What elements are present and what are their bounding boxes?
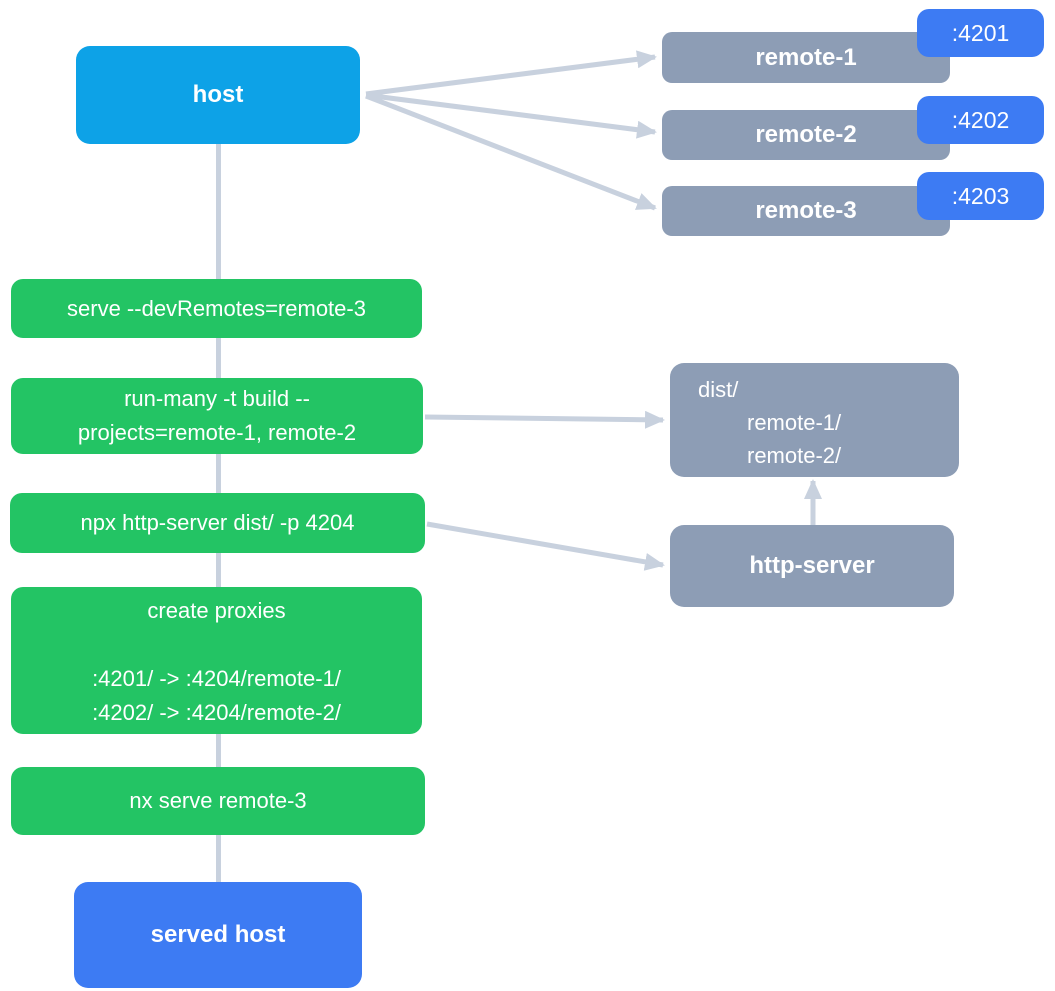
port-badge-4201: :4201 [917, 9, 1044, 57]
edge-host-remote-2 [365, 92, 657, 139]
edge-host-remote-1 [365, 50, 657, 97]
http-server-label: http-server [749, 552, 875, 579]
port-badge-4201-label: :4201 [951, 19, 1010, 46]
proxy-rule-2: :4202/ -> :4204/remote-2/ [92, 700, 341, 725]
edge-npx-httpserver [426, 521, 665, 571]
remote-2-node: remote-2 [662, 110, 950, 160]
step-nx-serve-remote-3: nx serve remote-3 [11, 767, 425, 835]
remote-3-label: remote-3 [755, 197, 857, 224]
remote-1-label: remote-1 [755, 43, 857, 71]
step-run-many-build: run-many -t build -- projects=remote-1, … [11, 378, 423, 454]
dist-root-label: dist/ [698, 377, 739, 402]
host-node: host [76, 46, 360, 144]
remote-2-label: remote-2 [755, 121, 857, 148]
dist-remote-1-label: remote-1/ [747, 410, 842, 435]
port-badge-4202: :4202 [917, 96, 1044, 144]
port-badge-4203: :4203 [917, 172, 1044, 220]
step-nx-serve-remote-3-label: nx serve remote-3 [129, 788, 307, 813]
edge-host-remote-3 [365, 93, 657, 211]
port-badge-4202-label: :4202 [951, 106, 1010, 133]
step-serve-devremotes: serve --devRemotes=remote-3 [11, 279, 422, 338]
step-serve-devremotes-label: serve --devRemotes=remote-3 [67, 295, 366, 321]
step-http-server-command-label: npx http-server dist/ -p 4204 [80, 510, 355, 535]
port-badge-4203-label: :4203 [951, 182, 1010, 209]
step-create-proxies-title: create proxies [147, 598, 286, 623]
served-host-label: served host [150, 921, 286, 948]
dist-folder-node: dist/ remote-1/ remote-2/ [670, 363, 959, 477]
http-server-node: http-server [670, 525, 954, 607]
step-run-many-line1: run-many -t build -- [124, 386, 310, 411]
step-create-proxies: create proxies :4201/ -> :4204/remote-1/… [11, 587, 422, 734]
proxy-rule-1: :4201/ -> :4204/remote-1/ [92, 666, 341, 691]
step-http-server-command: npx http-server dist/ -p 4204 [10, 493, 425, 553]
host-label: host [192, 81, 244, 108]
served-host-node: served host [74, 882, 362, 988]
dist-remote-2-label: remote-2/ [747, 443, 842, 468]
remote-1-node: remote-1 [662, 32, 950, 83]
step-run-many-line2: projects=remote-1, remote-2 [77, 420, 357, 445]
edge-runmany-dist [424, 410, 665, 429]
remote-3-node: remote-3 [662, 186, 950, 236]
